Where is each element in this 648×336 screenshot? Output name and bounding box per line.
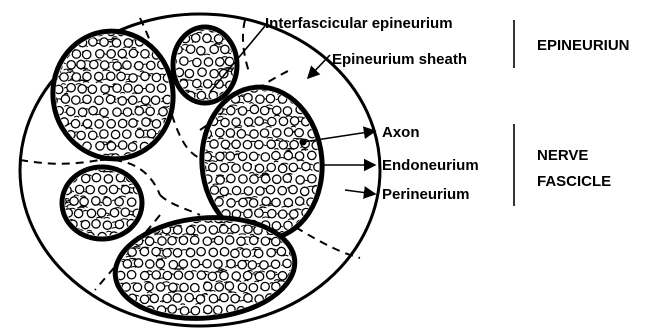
- label-axon: Axon: [382, 124, 420, 141]
- label-endoneurium: Endoneurium: [382, 157, 479, 174]
- axon-marker: [300, 139, 307, 146]
- label-epineurium-sheath: Epineurium sheath: [332, 51, 467, 68]
- group-label-epineurium: EPINEURIUN: [537, 37, 630, 54]
- group-label-fascicle: FASCICLE: [537, 173, 611, 190]
- label-interfascicular-epineurium: Interfascicular epineurium: [265, 15, 453, 32]
- group-label-nerve: NERVE: [537, 147, 588, 164]
- label-perineurium: Perineurium: [382, 186, 470, 203]
